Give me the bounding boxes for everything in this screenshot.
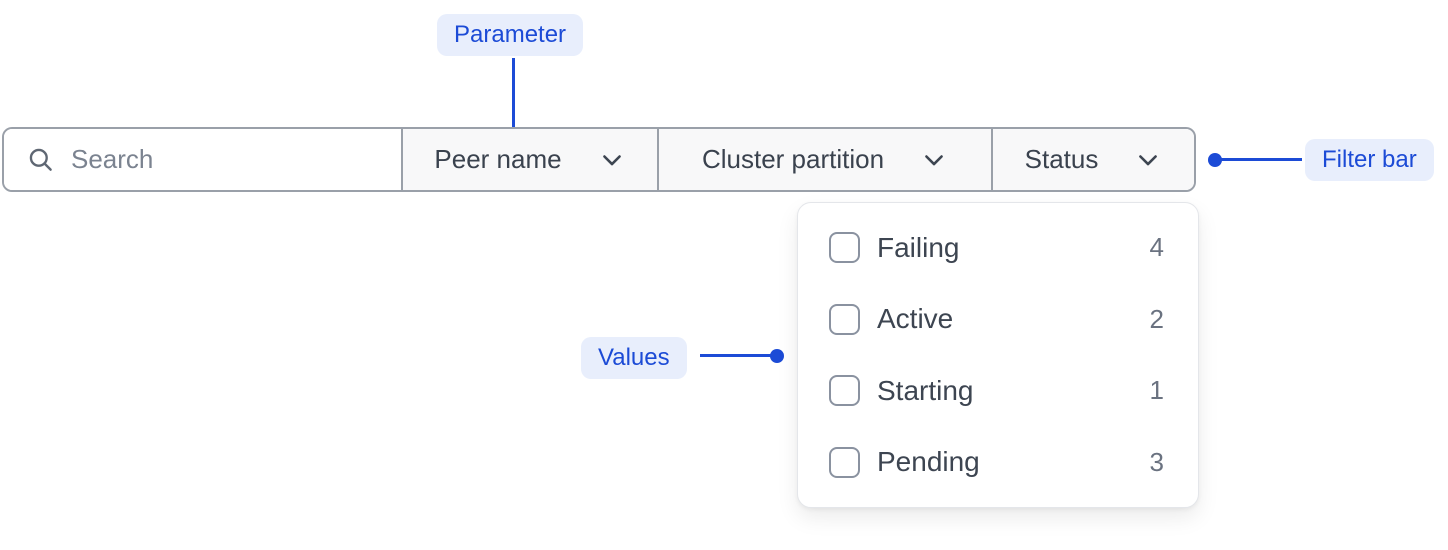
- option-count: 1: [1149, 375, 1164, 406]
- dropdown-option-active[interactable]: Active 2: [829, 284, 1164, 356]
- option-count: 2: [1149, 303, 1164, 334]
- checkbox[interactable]: [829, 446, 860, 478]
- dropdown-label: Peer name: [434, 143, 562, 174]
- parameter-connector-line: [512, 58, 515, 136]
- option-label: Failing: [877, 231, 960, 263]
- checkbox[interactable]: [829, 232, 860, 264]
- option-label: Pending: [877, 446, 980, 478]
- filter-bar-connector-dot: [1208, 153, 1222, 167]
- checkbox[interactable]: [829, 375, 860, 407]
- dropdown-option-starting[interactable]: Starting 1: [829, 355, 1164, 427]
- values-connector-line: [700, 354, 772, 357]
- dropdown-option-pending[interactable]: Pending 3: [829, 427, 1164, 499]
- search-field[interactable]: [4, 129, 401, 190]
- option-label: Starting: [877, 374, 974, 406]
- dropdown-trigger-peer-name[interactable]: Peer name: [401, 129, 657, 190]
- parameter-annotation-label: Parameter: [437, 14, 584, 56]
- option-count: 3: [1149, 446, 1164, 477]
- checkbox[interactable]: [829, 303, 860, 335]
- option-count: 4: [1149, 232, 1164, 263]
- filter-bar: Peer name Cluster partition Status: [2, 127, 1196, 192]
- filter-bar-annotation-label: Filter bar: [1305, 139, 1434, 181]
- values-annotation-label: Values: [581, 337, 687, 379]
- chevron-down-icon: [598, 146, 626, 174]
- dropdown-trigger-cluster-partition[interactable]: Cluster partition: [657, 129, 991, 190]
- values-connector-dot: [770, 349, 784, 363]
- chevron-down-icon: [1134, 146, 1162, 174]
- search-input[interactable]: [71, 144, 371, 175]
- dropdown-label: Cluster partition: [701, 143, 885, 174]
- dropdown-option-failing[interactable]: Failing 4: [829, 212, 1164, 284]
- filter-bar-connector-line: [1218, 158, 1302, 161]
- search-icon: [27, 146, 54, 173]
- status-dropdown-panel: Failing 4 Active 2 Starting 1 Pending 3: [797, 202, 1199, 508]
- option-label: Active: [877, 303, 954, 335]
- dropdown-label: Status: [1024, 143, 1099, 174]
- dropdown-trigger-status[interactable]: Status: [991, 129, 1194, 190]
- chevron-down-icon: [920, 146, 948, 174]
